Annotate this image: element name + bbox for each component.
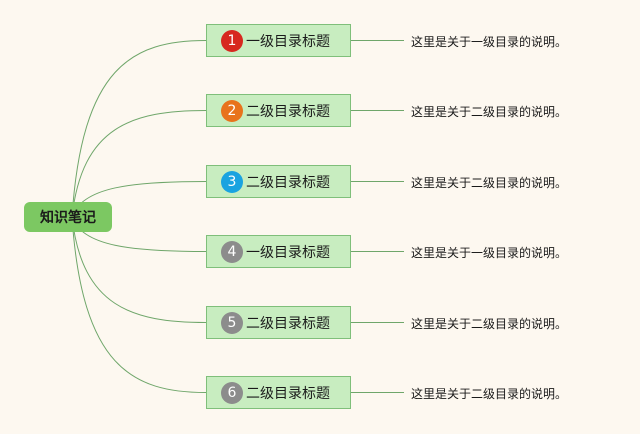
root-connector-2: [71, 110, 207, 218]
root-connector-1: [71, 40, 207, 218]
branch-title-1: 一级目录标题: [246, 33, 330, 50]
number-badge-5-icon: 5: [221, 311, 243, 334]
branch-note-1: 这里是关于一级目录的说明。: [411, 35, 568, 49]
root-connector-6: [71, 216, 207, 393]
branch-note-2: 这里是关于二级目录的说明。: [411, 105, 568, 119]
branch-title-4: 一级目录标题: [246, 244, 330, 261]
root-connector-5: [71, 216, 207, 323]
branch-note-6: 这里是关于二级目录的说明。: [411, 387, 568, 401]
number-badge-4-icon: 4: [221, 240, 243, 263]
branch-note-5: 这里是关于二级目录的说明。: [411, 317, 568, 331]
branch-title-6: 二级目录标题: [246, 385, 330, 402]
root-node[interactable]: 知识笔记: [24, 202, 112, 232]
branch-node-6[interactable]: 6 二级目录标题: [206, 376, 351, 409]
branch-title-5: 二级目录标题: [246, 315, 330, 332]
branch-node-4[interactable]: 4 一级目录标题: [206, 235, 351, 268]
branch-node-3[interactable]: 3 二级目录标题: [206, 165, 351, 198]
branch-node-5[interactable]: 5 二级目录标题: [206, 306, 351, 339]
branch-node-1[interactable]: 1 一级目录标题: [206, 24, 351, 57]
number-badge-6-icon: 6: [221, 381, 243, 404]
root-label: 知识笔记: [40, 210, 96, 226]
number-badge-1-icon: 1: [221, 29, 243, 52]
branch-note-4: 这里是关于一级目录的说明。: [411, 246, 568, 260]
note-connectors: [351, 40, 404, 393]
branch-note-3: 这里是关于二级目录的说明。: [411, 176, 568, 190]
number-badge-2-icon: 2: [221, 99, 243, 122]
branch-node-2[interactable]: 2 二级目录标题: [206, 94, 351, 127]
branch-title-3: 二级目录标题: [246, 174, 330, 191]
branch-title-2: 二级目录标题: [246, 103, 330, 120]
number-badge-3-icon: 3: [221, 170, 243, 193]
